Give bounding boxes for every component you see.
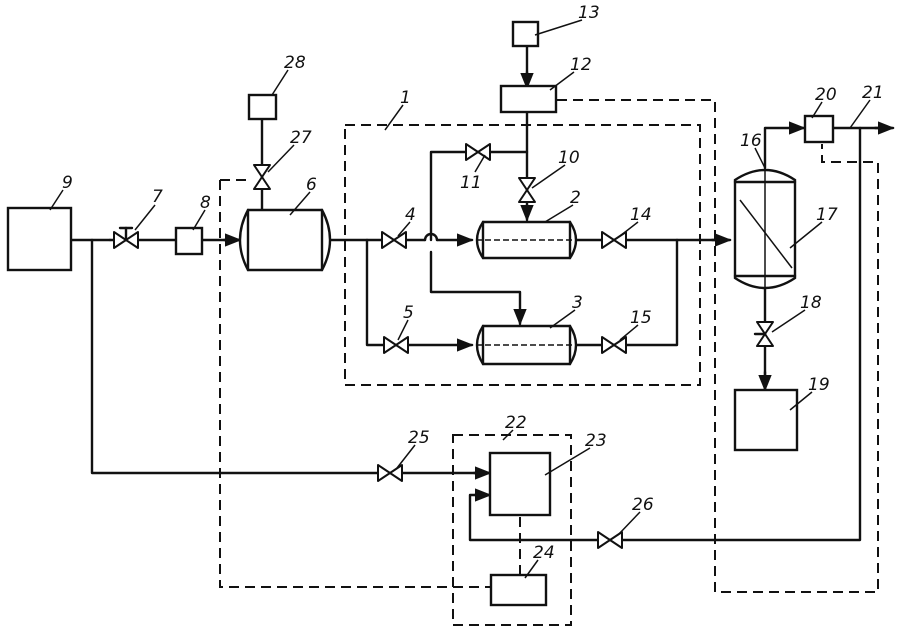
label-12: 12 — [570, 55, 592, 75]
label-20: 20 — [815, 85, 837, 105]
label-26: 26 — [632, 495, 654, 515]
label-11: 11 — [460, 173, 482, 193]
label-19: 19 — [808, 375, 830, 395]
label-10: 10 — [558, 148, 580, 168]
label-23: 23 — [585, 431, 607, 451]
unit-9 — [6, 206, 73, 272]
label-4: 4 — [405, 205, 416, 225]
valve-25[interactable] — [377, 464, 403, 482]
valve-11[interactable] — [465, 143, 491, 161]
valve-4[interactable] — [381, 231, 407, 249]
reactor-2 — [475, 220, 578, 260]
unit-1-boundary — [344, 124, 701, 386]
label-13: 13 — [578, 3, 600, 23]
valve-18[interactable] — [753, 321, 774, 347]
pipe-9-23 — [90, 238, 490, 475]
valve-26[interactable] — [597, 531, 623, 549]
label-18: 18 — [800, 293, 822, 313]
control-line-27-24 — [219, 180, 490, 588]
label-9: 9 — [62, 173, 73, 193]
valve-7[interactable] — [113, 226, 139, 249]
unit-13 — [511, 20, 540, 48]
unit-19 — [733, 388, 799, 452]
leader-lines — [49, 19, 871, 579]
unit-22-boundary — [452, 434, 572, 626]
unit-28 — [247, 93, 278, 121]
label-27: 27 — [290, 128, 312, 148]
pipe-to-3 — [429, 250, 522, 324]
label-28: 28 — [284, 53, 306, 73]
label-1: 1 — [400, 88, 411, 108]
label-22: 22 — [505, 413, 527, 433]
label-21: 21 — [862, 83, 884, 103]
label-24: 24 — [533, 543, 555, 563]
unit-12 — [499, 84, 558, 114]
label-17: 17 — [816, 205, 838, 225]
label-5: 5 — [403, 303, 414, 323]
column-16 — [733, 166, 797, 292]
unit-8 — [174, 226, 204, 256]
unit-20 — [803, 114, 835, 144]
reactor-3 — [475, 324, 578, 366]
vessel-6 — [238, 208, 332, 272]
label-25: 25 — [408, 428, 430, 448]
unit-23 — [488, 451, 552, 517]
pipe-3-out — [574, 238, 679, 347]
label-16: 16 — [740, 131, 762, 151]
valve-15[interactable] — [601, 336, 627, 354]
valve-5[interactable] — [383, 336, 409, 354]
label-15: 15 — [630, 308, 652, 328]
label-14: 14 — [630, 205, 652, 225]
valve-27[interactable] — [253, 164, 271, 190]
control-line-12-20 — [557, 99, 879, 593]
label-7: 7 — [152, 187, 163, 207]
pipe-16-20 — [763, 126, 804, 170]
unit-24 — [489, 573, 548, 607]
valve-10[interactable] — [518, 177, 536, 203]
label-6: 6 — [306, 175, 317, 195]
pipe-lower — [365, 238, 472, 347]
label-3: 3 — [572, 293, 583, 313]
label-8: 8 — [200, 193, 211, 213]
label-2: 2 — [570, 188, 581, 208]
